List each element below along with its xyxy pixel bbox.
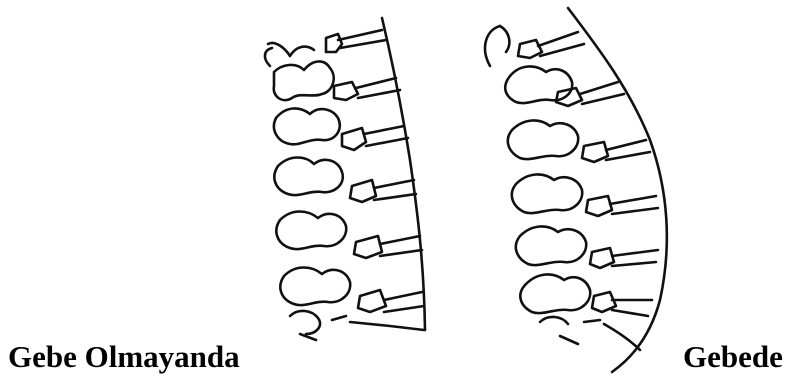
label-non-pregnant: Gebe Olmayanda bbox=[8, 341, 240, 372]
spine-non-pregnant-drawing bbox=[265, 18, 425, 340]
spine-pregnant-drawing bbox=[485, 8, 667, 372]
label-pregnant: Gebede bbox=[683, 341, 783, 372]
